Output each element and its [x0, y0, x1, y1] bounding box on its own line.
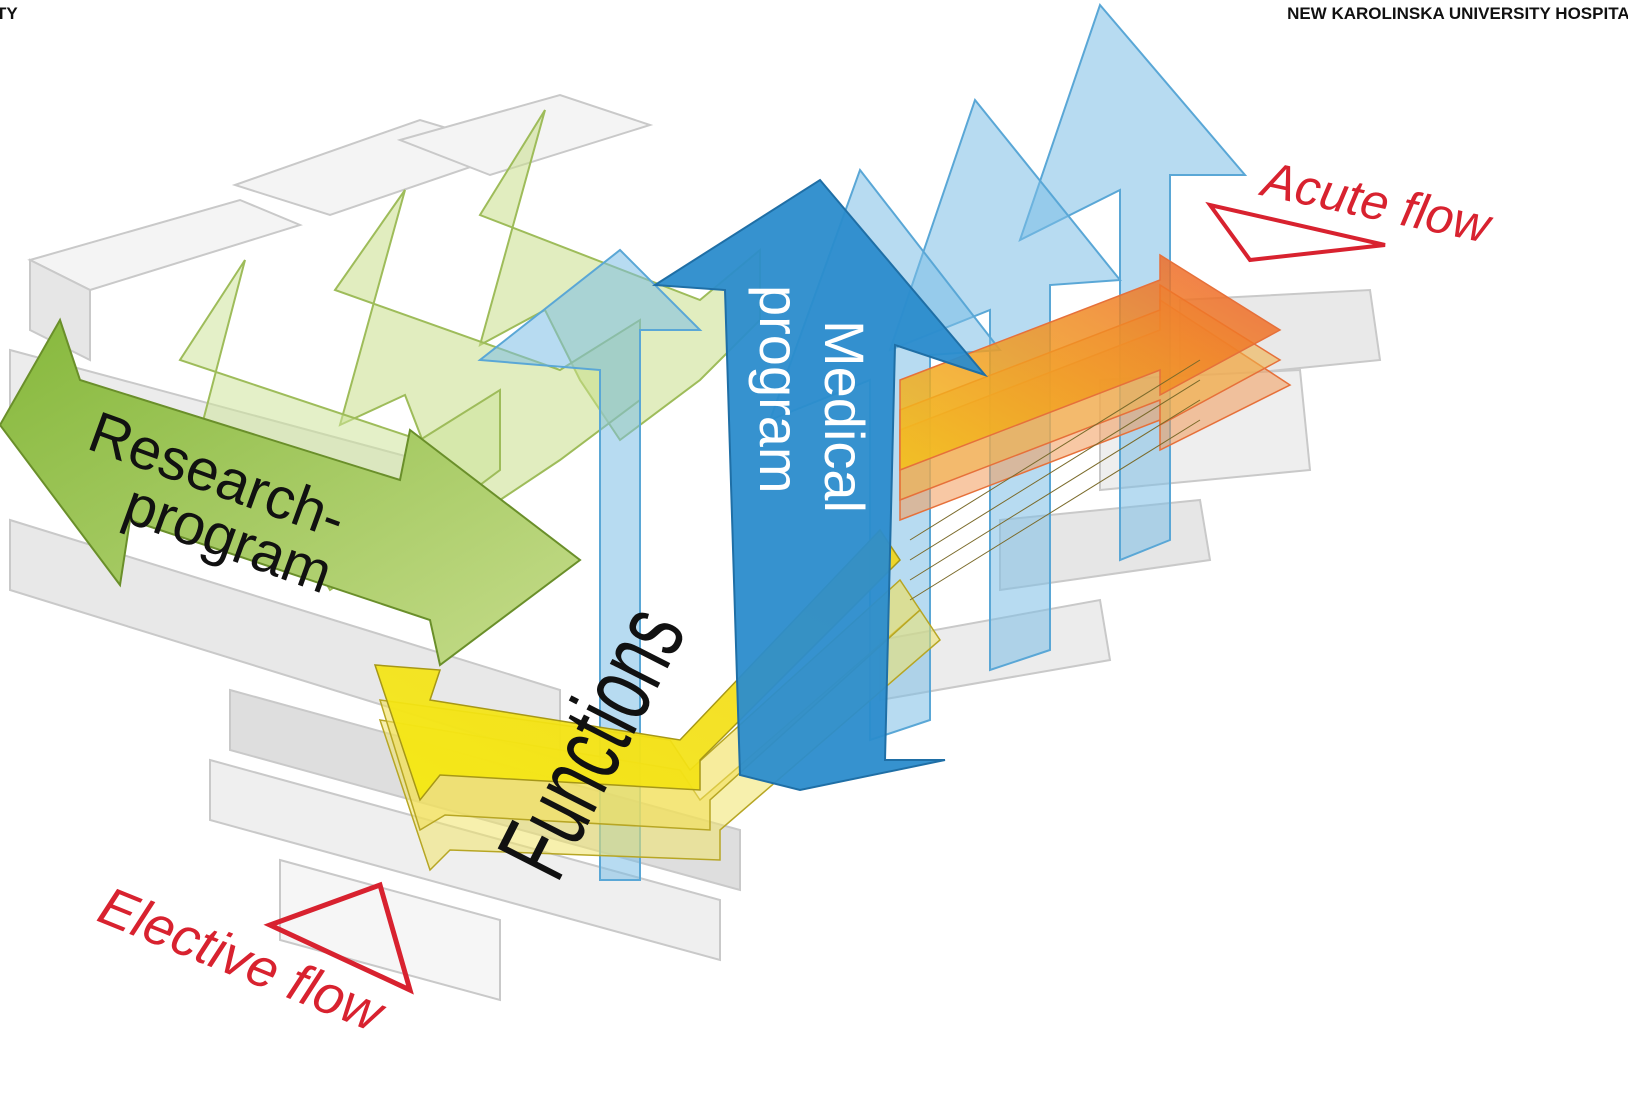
elective-flow-triangle-icon: [263, 881, 414, 995]
building-block: [279, 858, 501, 1002]
building-block: [27, 198, 303, 292]
header-left-text: TY: [0, 4, 18, 23]
acute-arrows: [899, 253, 1292, 522]
annotation-stripes: [909, 359, 1201, 601]
medical-label-line2: program: [748, 285, 811, 494]
acute-arrow: [899, 253, 1282, 472]
acute-flow-label: Acute flow: [1255, 150, 1498, 254]
acute-flow-triangle-icon: [1205, 201, 1386, 263]
building-block: [396, 93, 654, 177]
header-right-text: NEW KAROLINSKA UNIVERSITY HOSPITAL: [1287, 4, 1628, 23]
medical-label-line1: Medical: [813, 320, 876, 513]
medical-arrow-ghost: [477, 248, 703, 881]
functions-arrow: [373, 528, 901, 802]
research-program-arrow: [0, 317, 582, 667]
building-block: [29, 258, 91, 362]
medical-program-arrow: [651, 178, 989, 792]
